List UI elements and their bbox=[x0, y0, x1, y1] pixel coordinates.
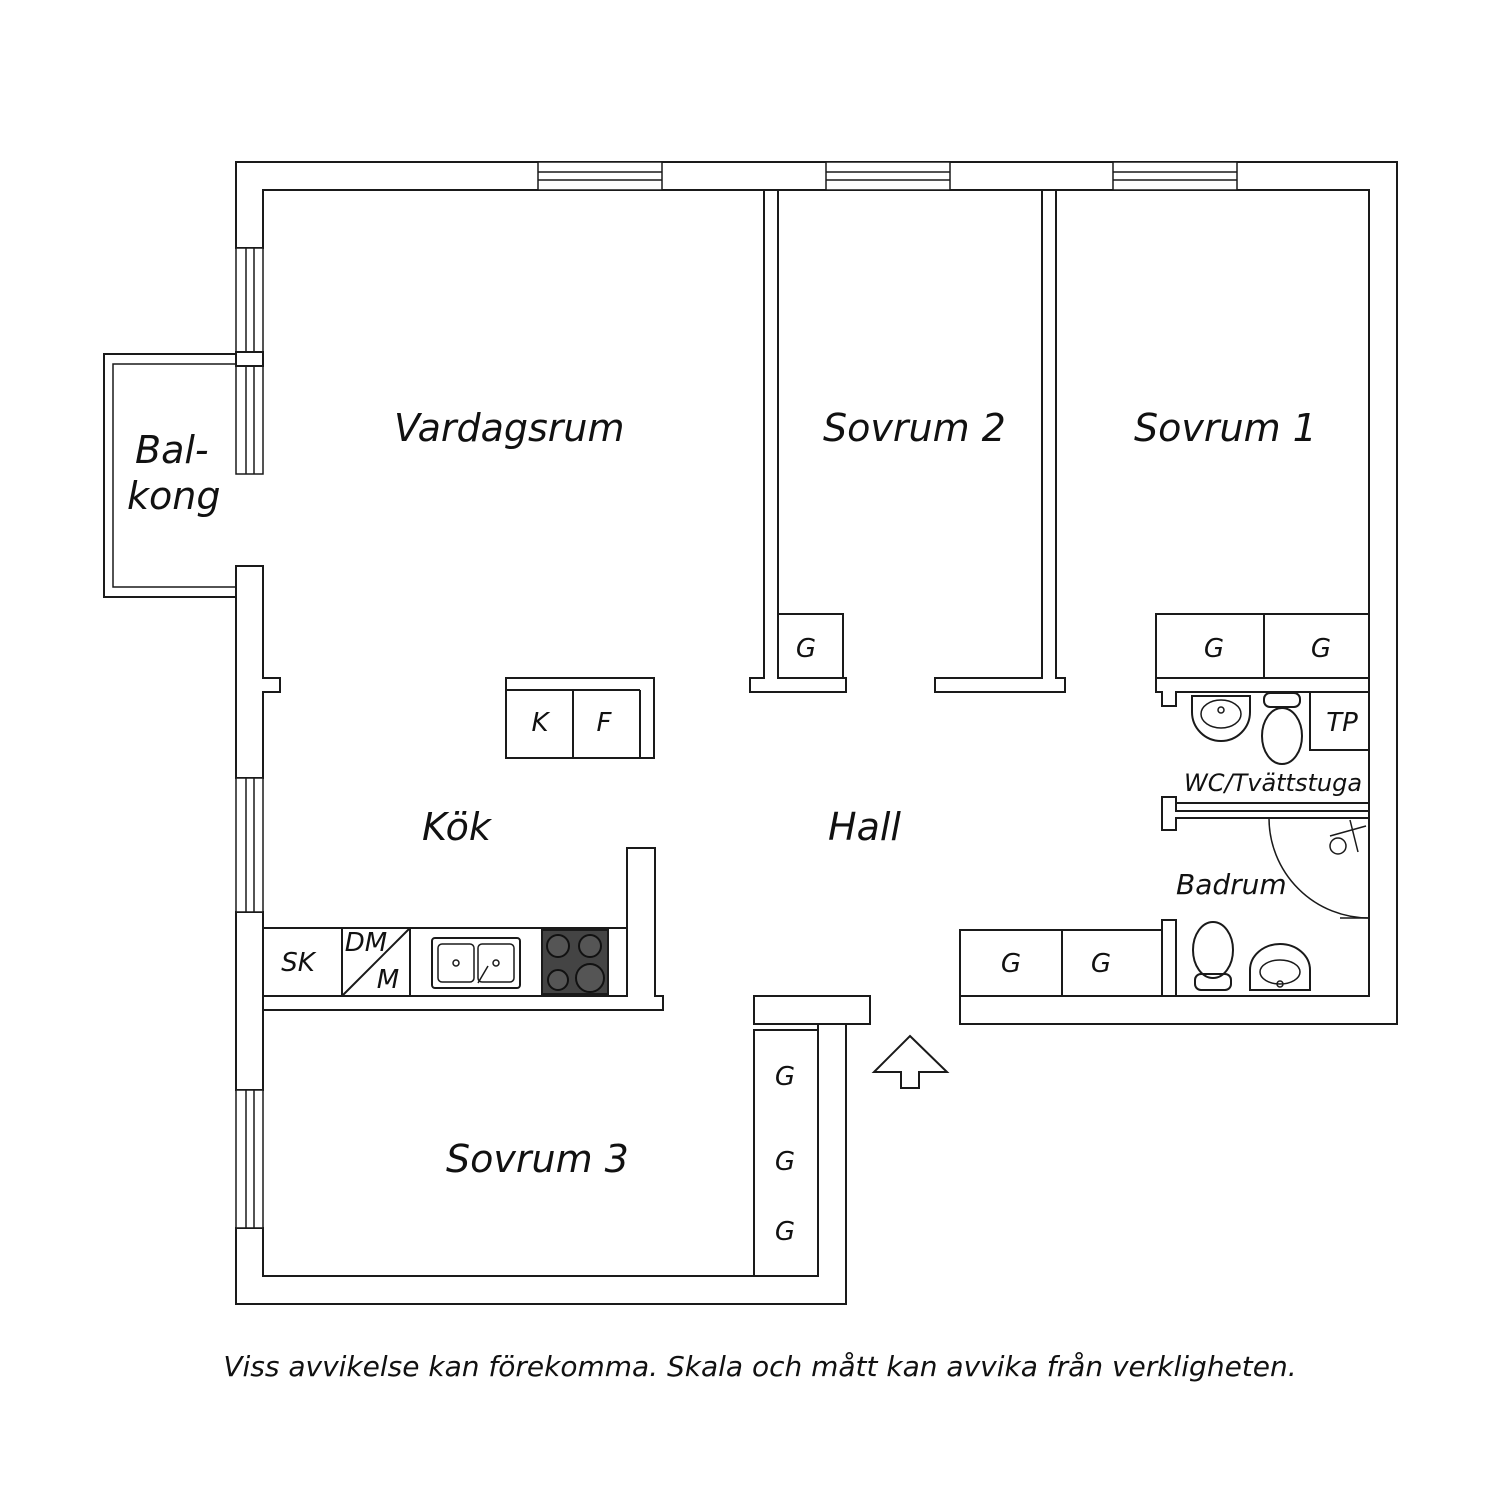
balcony bbox=[103, 353, 236, 598]
room-label-sovrum-2: Sovrum 2 bbox=[823, 406, 1006, 450]
disclaimer: Viss avvikelse kan förekomma. Skala och … bbox=[223, 1350, 1296, 1383]
wardrobe-label: G bbox=[1311, 634, 1331, 664]
fridge-label: K bbox=[531, 708, 550, 738]
room-label-balkong-line2: kong bbox=[127, 474, 220, 518]
room-label-sovrum-1: Sovrum 1 bbox=[1134, 406, 1317, 450]
cabinet-label: SK bbox=[281, 948, 317, 978]
freezer-label: F bbox=[597, 708, 613, 738]
dishwasher-label: DM bbox=[345, 928, 387, 958]
wardrobe-label: G bbox=[1001, 949, 1021, 979]
wardrobe-label: G bbox=[796, 634, 816, 664]
dryer-cabinet-label: TP bbox=[1326, 708, 1358, 738]
room-label-balkong-line1: Bal- bbox=[135, 428, 209, 472]
room-label-kok: Kök bbox=[422, 805, 493, 849]
room-label-sovrum-3: Sovrum 3 bbox=[446, 1137, 629, 1181]
room-label-hall: Hall bbox=[828, 805, 901, 849]
windows bbox=[235, 161, 1238, 1229]
room-label-vardagsrum: Vardagsrum bbox=[394, 406, 625, 450]
wardrobe-label: G bbox=[1091, 949, 1111, 979]
room-label-wc: WC/Tvättstuga bbox=[1184, 769, 1362, 797]
entrance-arrow-icon bbox=[871, 1034, 950, 1089]
micro-label: M bbox=[377, 965, 399, 995]
wardrobe-label: G bbox=[775, 1147, 795, 1177]
interior-walls bbox=[262, 189, 1370, 1011]
wardrobe-label: G bbox=[1204, 634, 1224, 664]
wardrobe-label: G bbox=[775, 1217, 795, 1247]
wardrobe-label: G bbox=[775, 1062, 795, 1092]
room-label-badrum: Badrum bbox=[1176, 868, 1287, 901]
fixtures bbox=[262, 613, 1370, 1277]
outer-walls bbox=[235, 161, 1398, 1305]
